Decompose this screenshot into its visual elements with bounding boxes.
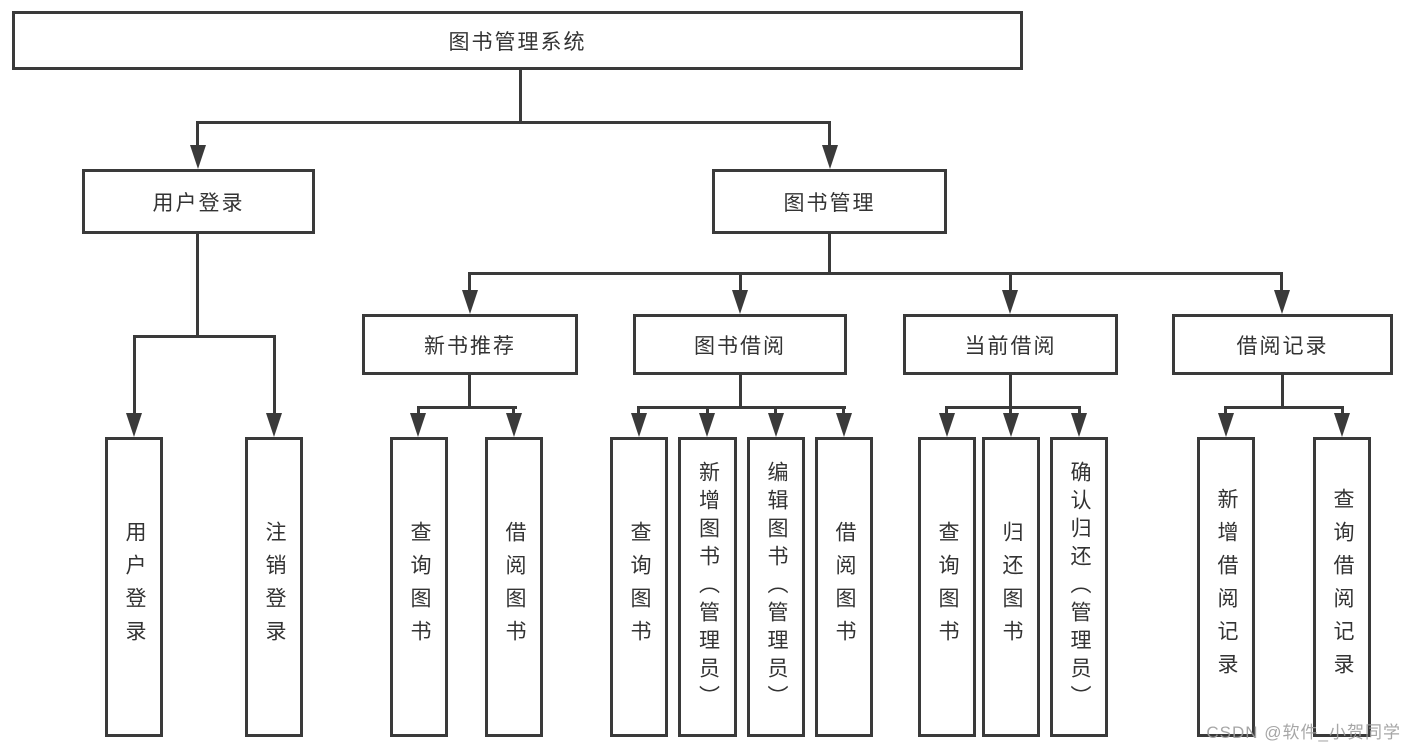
node-rec-borrow-book-label: 借阅图书: [503, 521, 526, 653]
connector-drop-cb-query: [945, 406, 948, 418]
node-bb-add-book-label: 新增图书（管理员）: [696, 461, 720, 713]
connector-drop-br-query: [1341, 406, 1344, 418]
node-br-add-record-label: 新增借阅记录: [1215, 488, 1238, 686]
node-br-add-record: 新增借阅记录: [1197, 437, 1255, 737]
arrow-down-icon: [410, 413, 426, 437]
connector-drop-bb-add: [706, 406, 709, 418]
arrow-down-icon: [822, 145, 838, 169]
connector-drop-bb-edit: [774, 406, 777, 418]
arrow-down-icon: [1002, 290, 1018, 314]
arrow-down-icon: [631, 413, 647, 437]
node-cb-query-book: 查询图书: [918, 437, 976, 737]
node-login-label: 用户登录: [123, 521, 146, 653]
connector-rec-vertical: [468, 375, 471, 408]
node-br-query-record-label: 查询借阅记录: [1331, 488, 1354, 686]
arrow-down-icon: [266, 413, 282, 437]
arrow-down-icon: [126, 413, 142, 437]
connector-drop-logout: [273, 335, 276, 418]
node-new-book-rec: 新书推荐: [362, 314, 578, 375]
node-book-borrow: 图书借阅: [633, 314, 847, 375]
arrow-down-icon: [699, 413, 715, 437]
node-bb-add-book: 新增图书（管理员）: [678, 437, 737, 737]
node-book-borrow-label: 图书借阅: [694, 334, 786, 358]
connector-drop-bb-borrow: [842, 406, 845, 418]
connector-drop-br-add: [1224, 406, 1227, 418]
arrow-down-icon: [506, 413, 522, 437]
connector-bb-vertical: [739, 375, 742, 408]
connector-drop-login: [133, 335, 136, 418]
node-borrow-record: 借阅记录: [1172, 314, 1393, 375]
connector-drop-cb-return: [1009, 406, 1012, 418]
connector-drop-book-borrow: [739, 272, 742, 293]
connector-drop-new-book-rec: [468, 272, 471, 293]
node-br-query-record: 查询借阅记录: [1313, 437, 1371, 737]
node-root-label: 图书管理系统: [448, 30, 587, 54]
connector-userlogin-horizontal: [133, 335, 276, 338]
node-cb-return-book: 归还图书: [982, 437, 1040, 737]
arrow-down-icon: [1071, 413, 1087, 437]
connector-bookmgmt-vertical: [828, 234, 831, 275]
connector-drop-bb-query: [637, 406, 640, 418]
node-logout-label: 注销登录: [263, 521, 286, 653]
arrow-down-icon: [939, 413, 955, 437]
connector-drop-borrow-record: [1280, 272, 1283, 293]
connector-drop-rec-query: [417, 406, 420, 418]
node-current-borrow: 当前借阅: [903, 314, 1118, 375]
arrow-down-icon: [768, 413, 784, 437]
connector-drop-user-login: [196, 121, 199, 149]
connector-root-vertical: [519, 70, 522, 124]
connector-rec-horizontal: [417, 406, 517, 409]
node-bb-borrow-book: 借阅图书: [815, 437, 873, 737]
arrow-down-icon: [732, 290, 748, 314]
connector-drop-current-borrow: [1009, 272, 1012, 293]
node-rec-borrow-book: 借阅图书: [485, 437, 543, 737]
arrow-down-icon: [1274, 290, 1290, 314]
connector-cb-horizontal: [945, 406, 1081, 409]
node-user-login-label: 用户登录: [152, 191, 245, 215]
node-rec-query-book: 查询图书: [390, 437, 448, 737]
node-logout: 注销登录: [245, 437, 303, 737]
connector-bb-horizontal: [637, 406, 846, 409]
node-cb-confirm-return-label: 确认归还（管理员）: [1068, 461, 1091, 713]
node-new-book-rec-label: 新书推荐: [424, 334, 516, 358]
node-book-mgmt: 图书管理: [712, 169, 947, 234]
node-current-borrow-label: 当前借阅: [964, 334, 1057, 358]
node-borrow-record-label: 借阅记录: [1236, 334, 1329, 358]
node-bb-query-book: 查询图书: [610, 437, 668, 737]
connector-cb-vertical: [1009, 375, 1012, 408]
arrow-down-icon: [1218, 413, 1234, 437]
node-bb-edit-book: 编辑图书（管理员）: [747, 437, 805, 737]
arrow-down-icon: [190, 145, 206, 169]
arrow-down-icon: [836, 413, 852, 437]
node-cb-confirm-return: 确认归还（管理员）: [1050, 437, 1108, 737]
connector-userlogin-vertical: [196, 234, 199, 338]
csdn-watermark: CSDN @软件_小贺同学: [1206, 723, 1401, 742]
node-rec-query-book-label: 查询图书: [408, 521, 431, 653]
connector-drop-rec-borrow: [512, 406, 515, 418]
connector-drop-book-mgmt: [828, 121, 831, 149]
arrow-down-icon: [1334, 413, 1350, 437]
node-login: 用户登录: [105, 437, 163, 737]
node-cb-query-book-label: 查询图书: [936, 521, 959, 653]
node-book-mgmt-label: 图书管理: [783, 191, 876, 215]
connector-bookmgmt-horizontal: [468, 272, 1283, 275]
node-bb-borrow-book-label: 借阅图书: [833, 521, 856, 653]
arrow-down-icon: [462, 290, 478, 314]
connector-root-horizontal: [196, 121, 831, 124]
node-user-login: 用户登录: [82, 169, 315, 234]
node-bb-query-book-label: 查询图书: [628, 521, 651, 653]
connector-br-vertical: [1281, 375, 1284, 408]
connector-br-horizontal: [1224, 406, 1344, 409]
node-bb-edit-book-label: 编辑图书（管理员）: [765, 461, 788, 713]
arrow-down-icon: [1003, 413, 1019, 437]
node-cb-return-book-label: 归还图书: [1000, 521, 1023, 653]
connector-drop-cb-confirm: [1078, 406, 1081, 418]
node-root: 图书管理系统: [12, 11, 1023, 70]
